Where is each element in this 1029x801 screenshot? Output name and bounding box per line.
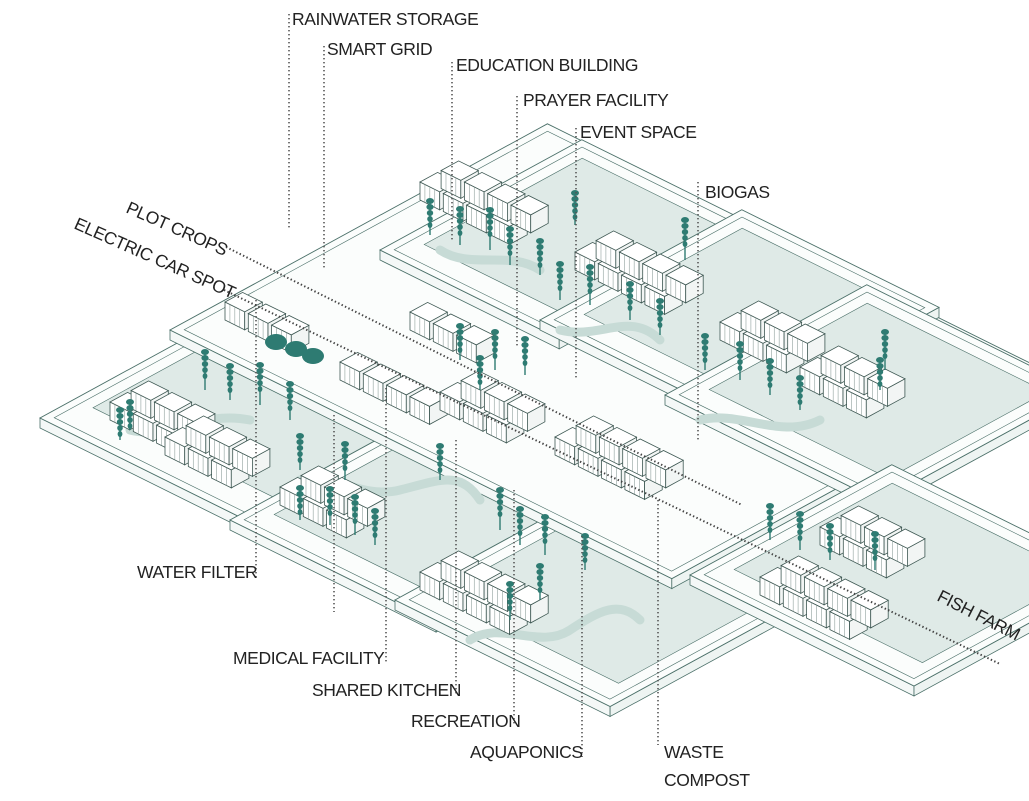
- tree-8: [371, 508, 379, 545]
- field-path-1: [465, 604, 645, 645]
- tree-18: [426, 198, 434, 235]
- tree-36: [826, 523, 834, 560]
- cluster-east-b-unit-1-2: [866, 368, 906, 407]
- cluster-fish-b-unit-1-2: [886, 528, 926, 567]
- field-path-3: [555, 321, 665, 345]
- label-water-filter: WATER FILTER: [137, 562, 257, 582]
- labels: RAINWATER STORAGE SMART GRID EDUCATION B…: [71, 9, 1023, 790]
- tree-25: [586, 264, 594, 305]
- tree-22: [536, 238, 544, 275]
- tree-5: [296, 433, 304, 470]
- field-path-2: [435, 245, 545, 275]
- tree-35: [796, 511, 804, 550]
- trees: [116, 190, 889, 620]
- label-biogas: BIOGAS: [705, 182, 770, 202]
- tree-15: [581, 533, 589, 570]
- label-smart-grid: SMART GRID: [327, 39, 432, 59]
- cluster-west-b-unit-1-2: [231, 438, 271, 477]
- tree-10: [436, 443, 444, 480]
- tree-3: [286, 381, 294, 420]
- tank-1: [265, 334, 287, 350]
- tree-12: [496, 487, 504, 530]
- tree-7: [351, 494, 359, 535]
- leader-lines: [223, 14, 1001, 757]
- tree-0: [201, 349, 209, 390]
- tree-13: [516, 506, 524, 545]
- tank-3: [302, 348, 324, 364]
- tree-27: [656, 298, 664, 335]
- cluster-ne-a-unit-1-3: [665, 265, 705, 304]
- label-medical-facility: MEDICAL FACILITY: [233, 648, 385, 668]
- tree-29: [701, 333, 709, 370]
- label-prayer-facility: PRAYER FACILITY: [523, 90, 669, 110]
- tree-24: [556, 261, 564, 300]
- tree-2: [256, 362, 264, 405]
- cluster-north-a-unit-1-3: [510, 195, 550, 234]
- label-recreation: RECREATION: [411, 711, 520, 731]
- cluster-south-a-unit-1-3: [510, 585, 550, 624]
- tree-30: [736, 341, 744, 380]
- tree-37: [871, 531, 879, 570]
- label-waste: WASTE: [664, 742, 724, 762]
- tree-32: [796, 375, 804, 410]
- tree-42: [476, 355, 484, 390]
- tree-14: [541, 514, 549, 555]
- tree-21: [506, 226, 514, 265]
- label-aquaponics: AQUAPONICS: [470, 742, 583, 762]
- tree-34: [766, 503, 774, 540]
- tree-20: [486, 207, 494, 250]
- label-education-building: EDUCATION BUILDING: [456, 55, 638, 75]
- label-rainwater-storage: RAINWATER STORAGE: [292, 9, 478, 29]
- tree-16: [506, 581, 514, 620]
- tank-2: [285, 341, 307, 357]
- tree-9: [341, 441, 349, 480]
- cluster-east-a-unit-1-2: [786, 323, 826, 362]
- tree-19: [456, 206, 464, 245]
- tree-26: [626, 281, 634, 320]
- cluster-central-c-unit-1-3: [645, 450, 685, 489]
- tree-38: [876, 357, 884, 390]
- tree-43: [126, 399, 134, 430]
- tree-39: [456, 323, 464, 360]
- tree-40: [491, 329, 499, 370]
- field-path-4: [695, 413, 825, 432]
- platform-north: [379, 139, 763, 350]
- rainwater-tanks: [265, 334, 324, 364]
- tree-6: [326, 486, 334, 525]
- tree-11: [296, 485, 304, 520]
- tree-4: [116, 407, 124, 440]
- tree-28: [681, 217, 689, 260]
- tree-33: [881, 329, 889, 370]
- tree-1: [226, 363, 234, 400]
- tree-17: [536, 563, 544, 600]
- tree-41: [521, 336, 529, 375]
- platform-south: [394, 489, 813, 718]
- label-event-space: EVENT SPACE: [580, 122, 697, 142]
- label-compost: COMPOST: [664, 770, 750, 790]
- label-shared-kitchen: SHARED KITCHEN: [312, 680, 461, 700]
- tree-31: [766, 358, 774, 395]
- cluster-central-b-unit-1-2: [506, 393, 546, 432]
